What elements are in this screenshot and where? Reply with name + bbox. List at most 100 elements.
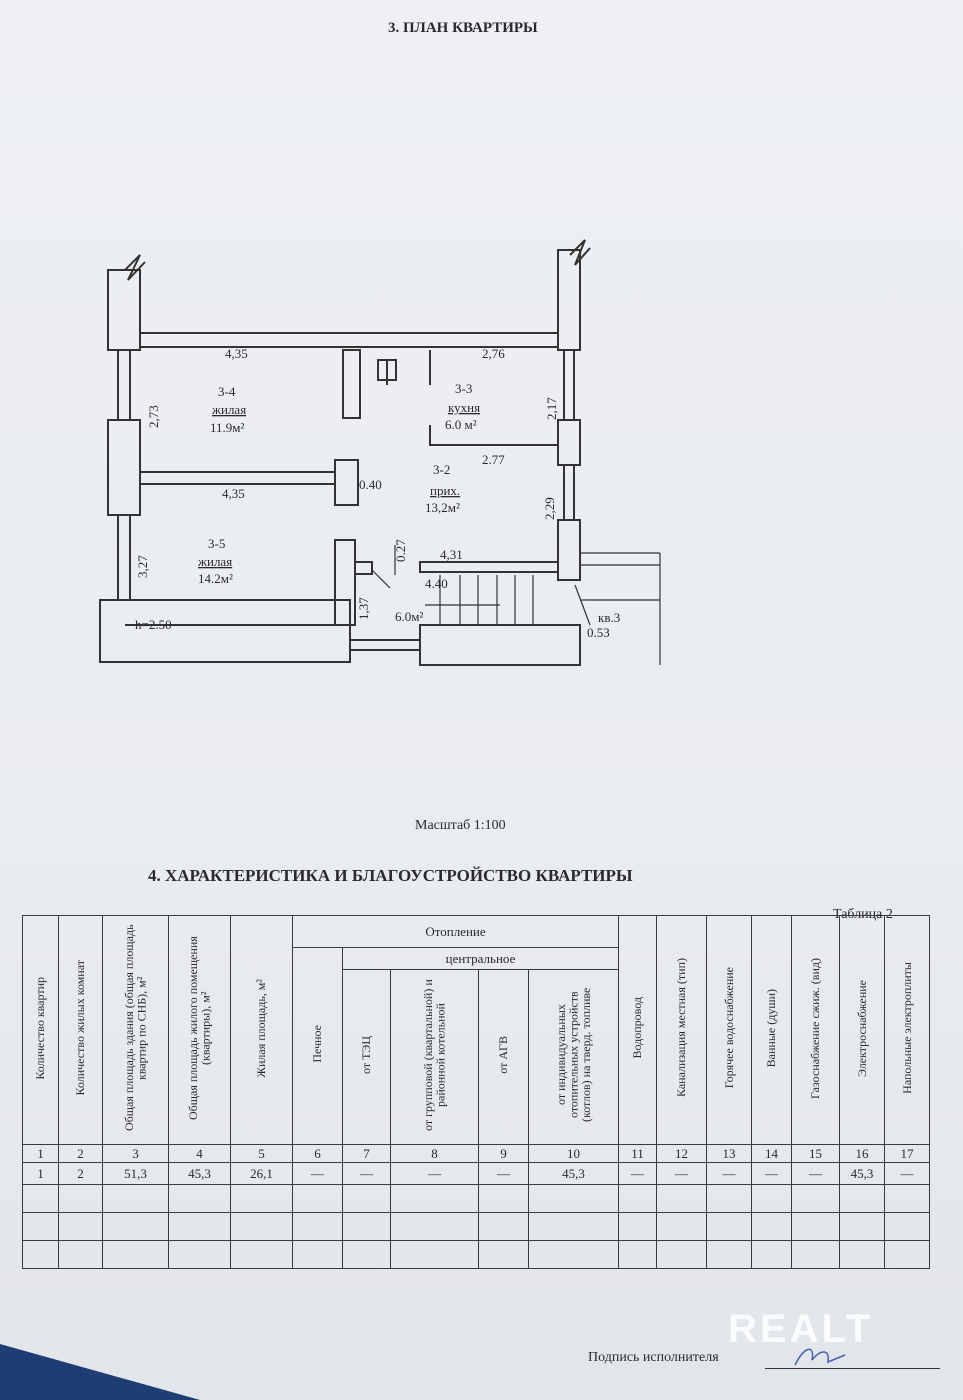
empty-cell	[342, 1240, 391, 1269]
empty-cell	[292, 1212, 343, 1241]
col-header: Водопровод	[631, 997, 644, 1059]
dim: 4,35	[222, 486, 245, 501]
table-cell: 45,3	[839, 1162, 885, 1185]
dim: 0.40	[359, 477, 382, 492]
empty-cell	[390, 1240, 479, 1269]
empty-cell	[230, 1212, 293, 1241]
col-header: от групповой (квартальной) и районной ко…	[421, 979, 448, 1131]
col-header: Печное	[311, 1025, 324, 1063]
empty-cell	[751, 1212, 792, 1241]
room-area: 14.2м²	[198, 571, 233, 586]
table-cell: —	[791, 1162, 840, 1185]
empty-row	[22, 1240, 930, 1269]
table-cell: —	[342, 1162, 391, 1185]
dim: 2,17	[544, 397, 559, 420]
section3-title: 3. ПЛАН КВАРТИРЫ	[388, 20, 538, 36]
room-area: 11.9м²	[210, 420, 244, 435]
col-header: Электроснабжение	[855, 979, 869, 1077]
empty-cell	[230, 1240, 293, 1269]
column-number: 4	[168, 1144, 231, 1163]
empty-cell	[168, 1240, 231, 1269]
empty-cell	[102, 1184, 169, 1213]
empty-cell	[478, 1240, 529, 1269]
table-cell: —	[656, 1162, 707, 1185]
empty-cell	[528, 1212, 619, 1241]
room-name: жилая	[197, 554, 232, 569]
empty-cell	[102, 1240, 169, 1269]
heating-group-header: Отопление	[292, 915, 619, 948]
column-number: 1	[22, 1144, 59, 1163]
empty-cell	[839, 1212, 885, 1241]
dim: 4,35	[225, 346, 248, 361]
room-name: кухня	[448, 400, 480, 415]
dim: 0.53	[587, 625, 610, 640]
signature	[794, 1348, 846, 1366]
dim: 2,76	[482, 346, 505, 361]
empty-cell	[884, 1240, 930, 1269]
empty-cell	[22, 1184, 59, 1213]
table-cell: —	[478, 1162, 529, 1185]
empty-cell	[528, 1184, 619, 1213]
column-number: 12	[656, 1144, 707, 1163]
empty-cell	[706, 1184, 752, 1213]
room-id: 3-3	[455, 381, 472, 396]
central-group-header: центральное	[342, 947, 619, 970]
empty-row	[22, 1212, 930, 1241]
room-name: прих.	[430, 483, 460, 498]
empty-cell	[706, 1240, 752, 1269]
col-header: Газоснабжение сжиж. (вид)	[809, 957, 822, 1099]
column-number: 9	[478, 1144, 529, 1163]
table-cell: —	[706, 1162, 752, 1185]
empty-cell	[751, 1240, 792, 1269]
col-header: от АГВ	[497, 1036, 510, 1074]
empty-cell	[528, 1240, 619, 1269]
dim: 2,73	[146, 405, 161, 428]
column-number: 15	[791, 1144, 840, 1163]
empty-cell	[168, 1184, 231, 1213]
dim: 2.77	[482, 452, 505, 467]
table-cell: —	[751, 1162, 792, 1185]
dim: 2,29	[542, 497, 557, 520]
col-header: Канализация местная (тип)	[675, 958, 688, 1098]
empty-cell	[390, 1212, 479, 1241]
room-name: жилая	[211, 402, 246, 417]
table-cell: —	[884, 1162, 930, 1185]
col-header: Общая площадь здания (общая площадь квар…	[122, 924, 149, 1132]
column-number: 2	[58, 1144, 103, 1163]
ceiling-height: h=2.50	[135, 617, 172, 632]
empty-cell	[22, 1240, 59, 1269]
empty-cell	[168, 1212, 231, 1241]
empty-cell	[656, 1212, 707, 1241]
empty-cell	[342, 1212, 391, 1241]
empty-cell	[656, 1184, 707, 1213]
empty-cell	[791, 1240, 840, 1269]
section4-title: 4. ХАРАКТЕРИСТИКА И БЛАГОУСТРОЙСТВО КВАР…	[148, 866, 633, 885]
empty-cell	[292, 1240, 343, 1269]
empty-cell	[618, 1212, 657, 1241]
room-id: 3-4	[218, 384, 236, 399]
col-header: Общая площадь жилого помещения (квартиры…	[186, 936, 213, 1120]
room-area: 6.0м²	[395, 609, 423, 624]
dim: 0.27	[393, 539, 408, 562]
empty-cell	[390, 1184, 479, 1213]
table-cell: 45,3	[528, 1162, 619, 1185]
empty-cell	[618, 1240, 657, 1269]
table-cell: —	[292, 1162, 343, 1185]
empty-cell	[478, 1184, 529, 1213]
col-header: Количество квартир	[34, 976, 47, 1080]
empty-row	[22, 1184, 930, 1213]
table-cell: 26,1	[230, 1162, 293, 1185]
empty-cell	[656, 1240, 707, 1269]
col-header: Ванные (души)	[765, 988, 778, 1068]
dim: 3,27	[135, 555, 150, 578]
col-header: от ТЭЦ	[360, 1035, 373, 1074]
table-cell: 51,3	[102, 1162, 169, 1185]
empty-cell	[884, 1184, 930, 1213]
col-header: Количество жилых комнат	[74, 960, 87, 1096]
column-number: 3	[102, 1144, 169, 1163]
column-number: 13	[706, 1144, 752, 1163]
col-header: Напольные электроплиты	[900, 962, 914, 1094]
col-header: от индивидуальных отопительных устройств…	[554, 987, 593, 1123]
